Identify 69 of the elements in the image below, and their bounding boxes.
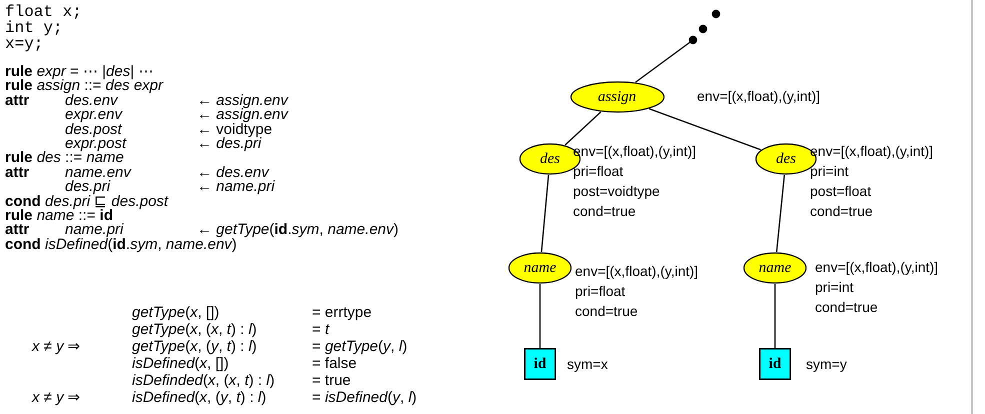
formula-text: attr — [5, 222, 30, 238]
formula-text: name.pri — [65, 222, 124, 238]
formula-text: ← name.pri — [197, 179, 275, 196]
attribute-text: env=[(x,float),(y,int)] — [815, 259, 938, 275]
formula-text: ← assign.env — [197, 107, 288, 124]
formula-text: = errtype — [312, 305, 372, 321]
formula-text: = isDefined(y, l) — [312, 390, 417, 406]
attribute-text: post=float — [810, 183, 872, 199]
attribute-text: sym=x — [567, 356, 608, 372]
code-line: int y; — [5, 20, 63, 36]
ellipsis-dots — [688, 7, 722, 47]
ellipse-node: assign — [570, 81, 664, 113]
formula-text: des.post — [65, 122, 122, 138]
ellipse-node: name — [743, 252, 807, 284]
attribute-text: pri=float — [573, 163, 624, 179]
formula-text: ← des.env — [197, 164, 269, 181]
code-line: x=y; — [5, 36, 44, 52]
connector-line — [648, 108, 761, 150]
attribute-text: sym=y — [806, 356, 847, 372]
attribute-text: pri=float — [575, 283, 626, 299]
formula-text: getType(x, (x, t) : l) — [132, 322, 257, 338]
formula-text: rule assign ::= des expr — [5, 78, 164, 94]
ellipse-node: name — [508, 252, 572, 284]
attribute-text: env=[(x,float),(y,int)] — [697, 88, 820, 104]
formula-text: attr — [5, 164, 30, 181]
formula-text: x ≠ y ⇒ — [32, 390, 81, 406]
formula-text: = true — [312, 373, 351, 389]
formula-text: isDefined(x, (y, t) : l) — [132, 390, 266, 406]
attribute-text: cond=true — [815, 299, 878, 315]
attribute-text: post=voidtype — [573, 183, 660, 199]
formula-text: getType(x, []) — [132, 305, 220, 321]
formula-text: des.env — [65, 92, 118, 109]
connector-line — [776, 174, 786, 252]
attribute-text: cond=true — [810, 203, 873, 219]
square-node: id — [759, 348, 791, 380]
formula-text: ← assign.env — [197, 92, 288, 109]
formula-text: = getType(y, l) — [312, 339, 408, 355]
formula-text: des.pri — [65, 179, 110, 196]
formula-text: cond isDefined(id.sym, name.env) — [5, 236, 237, 253]
formula-text: ← getType(id.sym, name.env) — [197, 222, 398, 238]
formula-text: name.env — [65, 164, 131, 181]
attribute-text: cond=true — [573, 203, 636, 219]
formula-text: getType(x, (y, t) : l) — [132, 339, 257, 355]
formula-text: expr.post — [65, 136, 126, 152]
attribute-text: env=[(x,float),(y,int)] — [575, 263, 698, 279]
attribute-text: pri=int — [815, 279, 854, 295]
formula-text: expr.env — [65, 107, 122, 124]
formula-text: isDefined(x, []) — [132, 356, 229, 372]
formula-text: = t — [312, 322, 330, 338]
formula-text: cond des.pri ⊑ des.post — [5, 194, 168, 210]
connector-line — [540, 174, 550, 252]
formula-text: = false — [312, 356, 357, 372]
square-node: id — [524, 348, 556, 380]
connector-line — [774, 284, 776, 348]
formula-text: x ≠ y ⇒ — [32, 339, 81, 355]
formula-text: isDefinded(x, (x, t) : l) — [132, 373, 275, 389]
formula-text: attr — [5, 92, 30, 109]
connector-line — [539, 284, 541, 348]
formula-text: ← voidtype — [197, 122, 272, 138]
attribute-text: cond=true — [575, 303, 638, 319]
formula-text: rule name ::= id — [5, 208, 113, 224]
attribute-text: env=[(x,float),(y,int)] — [573, 143, 696, 159]
formula-text: rule des ::= name — [5, 150, 124, 166]
connector-line — [564, 112, 602, 146]
code-line: float x; — [5, 4, 82, 20]
formula-text: rule expr = ⋯ |des| ⋯ — [5, 64, 154, 80]
attribute-text: pri=int — [810, 163, 849, 179]
formula-text: ← des.pri — [197, 136, 262, 152]
attribute-text: env=[(x,float),(y,int)] — [810, 143, 934, 159]
